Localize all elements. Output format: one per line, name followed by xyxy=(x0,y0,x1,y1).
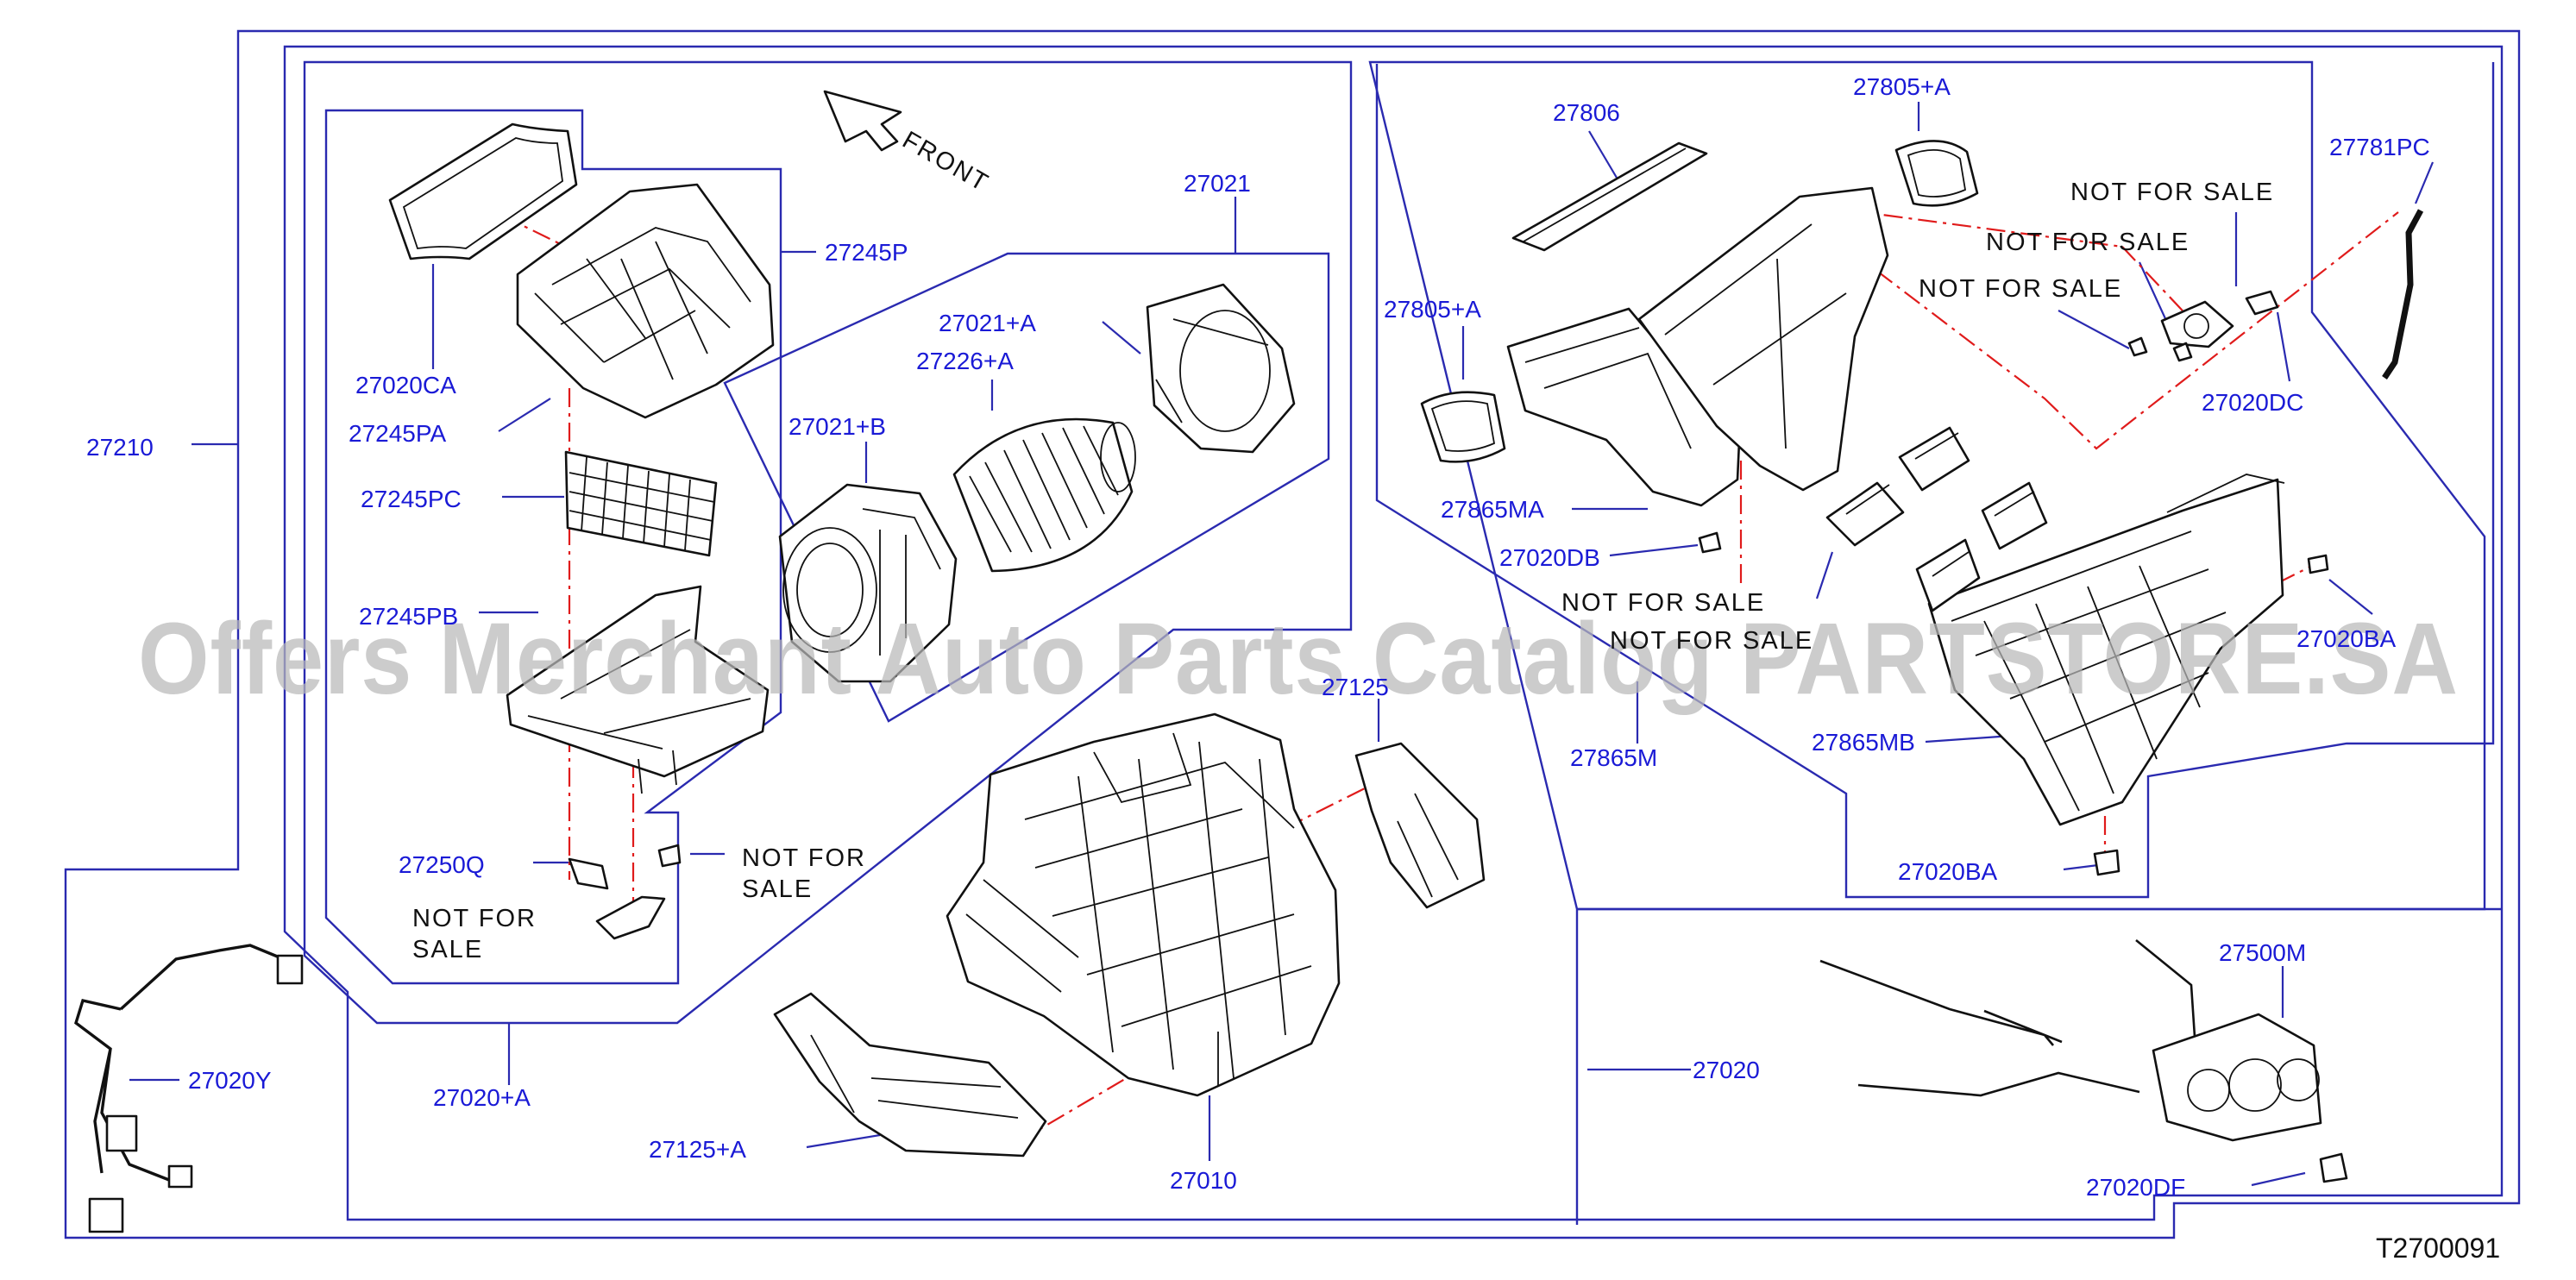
leader-27245pa xyxy=(498,398,551,432)
leader-27021a xyxy=(1102,321,1141,355)
part-27226a-blower-fan xyxy=(952,417,1136,573)
not-for-sale-6-line2: SALE xyxy=(742,875,813,903)
label-27226a[interactable]: 27226+A xyxy=(916,348,1014,374)
boundary-27245-group xyxy=(324,109,782,985)
label-27865mb[interactable]: 27865MB xyxy=(1812,729,1915,756)
part-27245pc-filter xyxy=(564,450,718,557)
part-27021a-fan-case xyxy=(1146,283,1296,454)
leader-27020dc xyxy=(2276,311,2291,382)
part-27020dc-sensor xyxy=(2160,290,2279,348)
label-27021[interactable]: 27021 xyxy=(1184,170,1251,197)
diagram-code: T2700091 xyxy=(2376,1233,2500,1264)
label-27020[interactable]: 27020 xyxy=(1693,1057,1760,1083)
label-27210[interactable]: 27210 xyxy=(86,434,154,461)
boundary-27865-inner xyxy=(1375,62,2495,899)
group-boundaries xyxy=(64,29,2521,1239)
part-27245p-intake-housing xyxy=(516,183,775,419)
label-27805a-left[interactable]: 27805+A xyxy=(1384,296,1481,323)
boundary-27210 xyxy=(64,29,2521,1239)
part-27500m-control-panel xyxy=(1819,938,2348,1183)
part-27020y-harness xyxy=(74,944,304,1233)
not-for-sale-7-line1: NOT FOR xyxy=(412,905,537,932)
label-27010[interactable]: 27010 xyxy=(1170,1167,1237,1194)
leader-nfs4 xyxy=(1815,551,1834,599)
not-for-sale-5: NOT FOR SALE xyxy=(1610,627,1813,655)
label-27245pa[interactable]: 27245PA xyxy=(349,420,446,447)
label-27245pb[interactable]: 27245PB xyxy=(359,603,458,630)
part-27781pc-hose xyxy=(2382,209,2424,380)
not-for-sale-7-line2: SALE xyxy=(412,936,483,963)
boundary-27020 xyxy=(283,45,2504,1221)
front-arrow-icon xyxy=(823,90,902,152)
part-27125-duct xyxy=(1354,742,1486,909)
label-27500m[interactable]: 27500M xyxy=(2219,939,2306,966)
label-27020dc[interactable]: 27020DC xyxy=(2202,389,2303,416)
label-27020ba-right[interactable]: 27020BA xyxy=(2296,625,2397,652)
part-27010-hvac-unit xyxy=(946,712,1341,1097)
boundary-27020a xyxy=(303,60,1353,1025)
label-27020a[interactable]: 27020+A xyxy=(433,1084,531,1111)
leader-27781pc xyxy=(2414,161,2435,204)
part-27806-filter xyxy=(1511,141,1708,252)
part-27805a-seal-left xyxy=(1420,391,1506,463)
label-27125a[interactable]: 27125+A xyxy=(649,1136,746,1163)
not-for-sale-1: NOT FOR SALE xyxy=(1919,275,2122,303)
group-leaders xyxy=(129,102,2435,1187)
not-for-sale-3: NOT FOR SALE xyxy=(2070,179,2274,206)
label-27865m[interactable]: 27865M xyxy=(1570,744,1657,771)
part-27805a-seal-top xyxy=(1894,140,1979,207)
part-27020ca-gasket xyxy=(388,122,578,260)
label-27021a[interactable]: 27021+A xyxy=(939,310,1036,336)
label-27865ma[interactable]: 27865MA xyxy=(1441,496,1544,523)
label-27020db[interactable]: 27020DB xyxy=(1499,544,1600,571)
label-27020df[interactable]: 27020DF xyxy=(2086,1174,2185,1201)
part-27245pb-lower-case xyxy=(506,585,770,794)
part-27865m-housing-center xyxy=(1637,186,1889,492)
part-27021b-blower-case xyxy=(778,483,958,683)
part-27865mb-housing-right xyxy=(1927,474,2285,826)
label-27250q[interactable]: 27250Q xyxy=(399,851,485,878)
leader-27020ba-right xyxy=(2328,579,2373,615)
part-27125a-foot-duct xyxy=(773,992,1047,1158)
explode-line-27865 xyxy=(1739,209,2399,587)
label-27020y[interactable]: 27020Y xyxy=(188,1067,272,1094)
label-27245pc[interactable]: 27245PC xyxy=(361,486,462,512)
label-27020ba-bottom[interactable]: 27020BA xyxy=(1898,858,1998,885)
leader-27125a xyxy=(806,1133,881,1149)
front-label: FRONT xyxy=(898,126,994,198)
explode-line-27245 xyxy=(470,199,581,254)
not-for-sale-6-line1: NOT FOR xyxy=(742,844,866,872)
label-27805a-top[interactable]: 27805+A xyxy=(1853,73,1951,100)
label-27020ca[interactable]: 27020CA xyxy=(355,372,456,398)
part-clips xyxy=(1698,336,2329,876)
group-part-labels: 27210 27020CA 27245P 27245PA 27245PC 272… xyxy=(86,73,2430,1201)
group-not-for-sale: NOT FOR SALE NOT FOR SALE NOT FOR SALE N… xyxy=(412,179,2274,963)
label-27781pc[interactable]: 27781PC xyxy=(2329,134,2430,160)
leader-nfs1 xyxy=(2058,310,2130,349)
watermark-text: Offers Merchant Auto Parts Catalog PARTS… xyxy=(138,602,2459,716)
leader-27020db xyxy=(1609,543,1699,557)
label-27806[interactable]: 27806 xyxy=(1553,99,1620,126)
part-27250q-actuator xyxy=(568,844,682,940)
not-for-sale-4: NOT FOR SALE xyxy=(1561,589,1765,617)
label-27245p[interactable]: 27245P xyxy=(825,239,908,266)
leader-27806 xyxy=(1588,130,1618,179)
part-heater-valves xyxy=(1825,426,2048,612)
label-27125[interactable]: 27125 xyxy=(1322,674,1389,700)
leader-27020df xyxy=(2251,1171,2306,1187)
not-for-sale-2: NOT FOR SALE xyxy=(1986,229,2190,256)
label-27021b[interactable]: 27021+B xyxy=(789,413,886,440)
